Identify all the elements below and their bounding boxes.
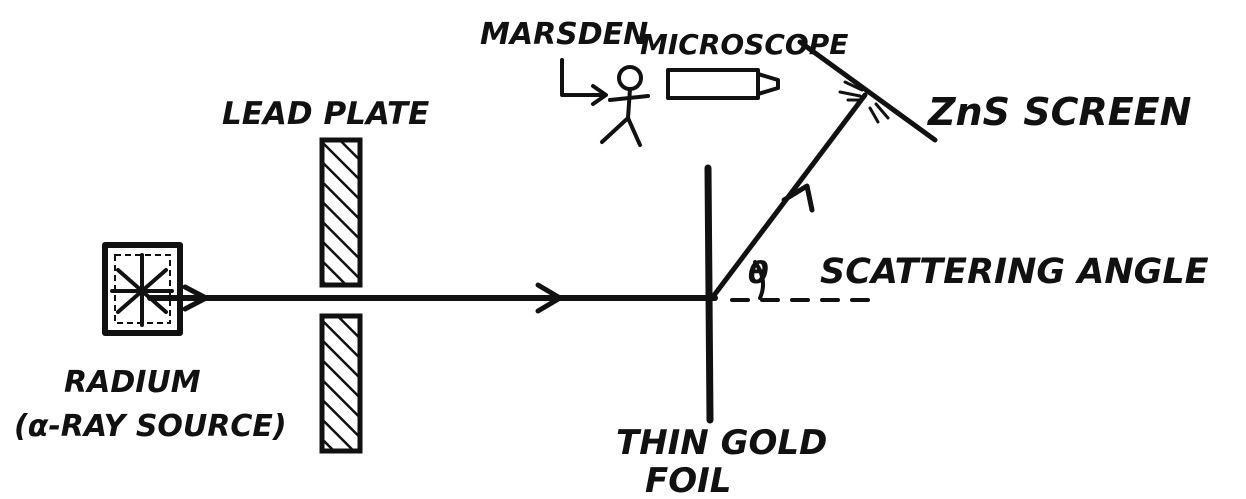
scattering-angle-label: SCATTERING ANGLE [820, 252, 1209, 292]
marsden-figure-icon [600, 65, 650, 147]
foil-label: FOIL [645, 461, 731, 499]
radium-star-icon [110, 253, 174, 327]
scattered-ray-arrow [781, 183, 815, 213]
alpha-beam [147, 282, 718, 314]
radium-label: RADIUM [64, 365, 201, 400]
theta-label: θ [748, 256, 769, 291]
zns-screen [797, 39, 938, 143]
lead-plate-label: LEAD PLATE [222, 96, 429, 132]
microscope-icon [666, 68, 780, 100]
alpha-source-label: (α-RAY SOURCE) [14, 409, 287, 444]
flash-icon [838, 80, 890, 124]
beam-arrow-mid [535, 282, 563, 314]
scattered-ray [709, 92, 868, 301]
thin-gold-label: THIN GOLD [616, 423, 827, 463]
marsden-pointer-arrow [560, 58, 608, 106]
beam-arrow-near-source [182, 284, 209, 312]
lead-plate-upper [319, 137, 363, 288]
lead-plate-lower [319, 313, 363, 454]
radium-source [102, 242, 183, 336]
zns-screen-label: ZnS SCREEN [927, 90, 1191, 134]
marsden-label: MARSDEN [480, 17, 648, 52]
gold-foil [704, 164, 714, 424]
screen-line [797, 39, 938, 143]
microscope-label: MICROSCOPE [640, 28, 848, 61]
source-box [102, 242, 183, 336]
lead-plate [319, 137, 363, 454]
angle-arc [753, 260, 766, 300]
